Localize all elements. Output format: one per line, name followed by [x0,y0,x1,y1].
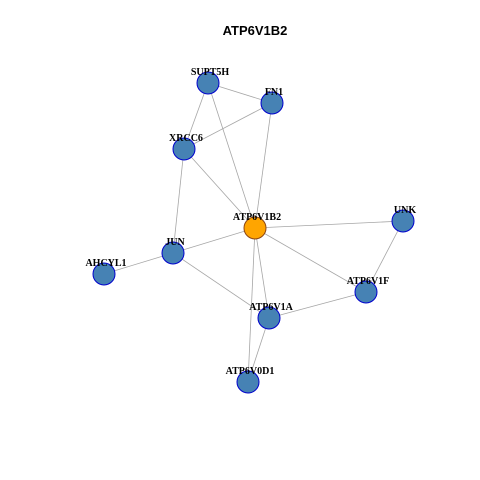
edge-jun-atp6v1a [172,252,270,319]
edge-fn1-atp6v1b2 [254,102,273,229]
edge-atp6v1b2-atp6v1f [254,227,367,293]
node-label-atp6v1b2: ATP6V1B2 [233,212,281,223]
edge-layer [103,82,404,383]
node-label-unk: UNK [394,205,416,216]
node-atp6v1b2 [243,216,267,240]
node-atp6v1f [354,280,378,304]
edge-atp6v1b2-atp6v1a [254,227,270,319]
node-label-atp6v1f: ATP6V1F [347,276,390,287]
edge-atp6v1b2-jun [172,227,256,254]
node-label-jun: JUN [165,237,185,248]
node-label-xrcc6: XRCC6 [169,133,203,144]
node-label-atp6v1a: ATP6V1A [249,302,293,313]
node-atp6v1a [257,306,281,330]
node-atp6v0d1 [236,370,260,394]
edge-fn1-xrcc6 [183,102,273,150]
edge-supt5h-atp6v1b2 [207,82,256,229]
diagram-title: ATP6V1B2 [223,23,288,38]
edge-xrcc6-jun [172,148,185,254]
node-label-supt5h: SUPT5H [191,67,230,78]
edge-jun-ahcyl1 [103,252,174,275]
node-label-atp6v0d1: ATP6V0D1 [226,366,275,377]
edge-atp6v1a-atp6v1f [268,291,367,319]
node-unk [391,209,415,233]
node-fn1 [260,91,284,115]
node-xrcc6 [172,137,196,161]
edge-unk-atp6v1f [365,220,404,293]
node-jun [161,241,185,265]
node-layer [92,71,415,394]
node-ahcyl1 [92,262,116,286]
node-label-ahcyl1: AHCYL1 [85,258,126,269]
edge-supt5h-xrcc6 [183,82,209,150]
edge-xrcc6-atp6v1b2 [183,148,256,229]
node-supt5h [196,71,220,95]
edge-atp6v1b2-atp6v0d1 [247,227,256,383]
edge-atp6v1b2-unk [254,220,404,229]
node-label-fn1: FN1 [265,87,283,98]
